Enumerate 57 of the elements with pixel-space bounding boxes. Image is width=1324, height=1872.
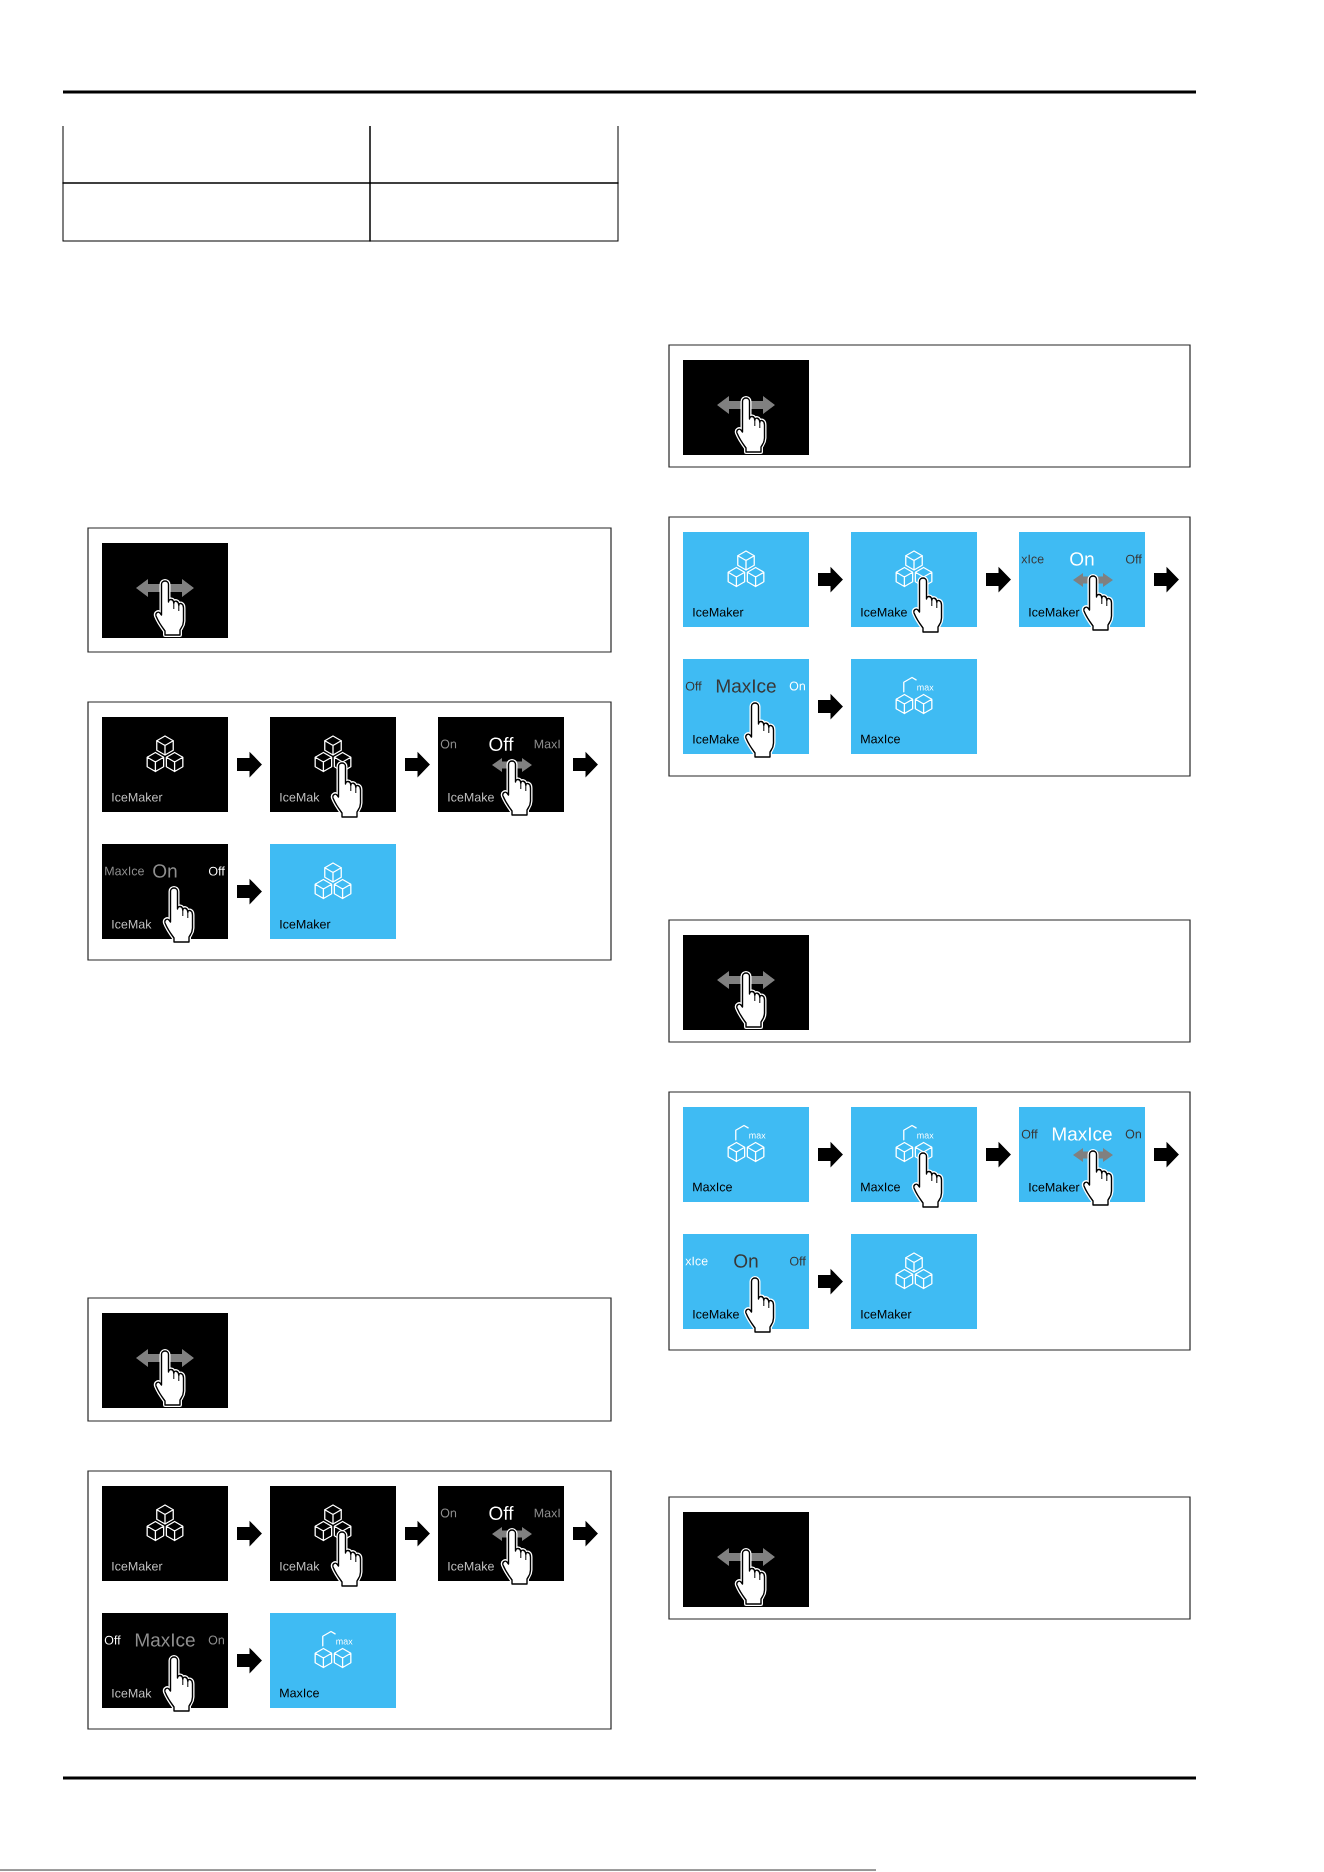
framed-panel <box>87 1470 612 1730</box>
framed-panel <box>87 701 612 961</box>
framed-panel <box>87 527 612 653</box>
option-label: xIce <box>685 1256 708 1266</box>
screen-label: IceMaker <box>280 919 331 929</box>
option-label: Off <box>685 681 702 691</box>
option-label: MaxIce <box>716 679 776 693</box>
option-label: Off <box>489 737 514 751</box>
option-label: MaxI <box>534 1508 560 1518</box>
screen-label: IceMake <box>448 792 494 802</box>
option-label: Off <box>104 1635 121 1645</box>
screen-label: MaxIce <box>693 1182 732 1192</box>
option-label: On <box>153 864 177 878</box>
option-label: On <box>440 739 457 749</box>
option-label: On <box>734 1254 758 1268</box>
option-label: On <box>208 1635 224 1645</box>
icon-text: max <box>917 685 934 691</box>
screen-label: MaxIce <box>861 1182 900 1192</box>
icon-text: max <box>749 1133 766 1139</box>
screen-label: IceMak <box>280 1561 320 1571</box>
screen-label: IceMake <box>693 734 739 744</box>
option-label: On <box>1125 1129 1141 1139</box>
screen-label: IceMaker <box>861 1309 912 1319</box>
framed-panel <box>668 344 1191 468</box>
option-label: xIce <box>1021 554 1044 564</box>
screen-label: MaxIce <box>861 734 900 744</box>
framed-panel <box>668 1496 1191 1620</box>
framed-panel <box>668 516 1191 777</box>
framed-panel <box>668 919 1191 1043</box>
screen-label: IceMak <box>112 1688 152 1698</box>
option-label: On <box>1070 552 1094 566</box>
icon-text: max <box>336 1639 353 1645</box>
option-label: MaxIce <box>1052 1127 1112 1141</box>
option-label: Off <box>1021 1129 1038 1139</box>
screen-label: IceMaker <box>112 1561 163 1571</box>
screen-label: MaxIce <box>280 1688 319 1698</box>
option-label: MaxIce <box>105 866 144 876</box>
screen-label: IceMak <box>280 792 320 802</box>
option-label: On <box>440 1508 457 1518</box>
screen-label: IceMake <box>861 607 907 617</box>
icon-text: max <box>917 1133 934 1139</box>
screen-label: IceMake <box>693 1309 739 1319</box>
screen-label: IceMaker <box>1029 1182 1080 1192</box>
framed-panel <box>668 1091 1191 1351</box>
screen-label: IceMaker <box>693 607 744 617</box>
option-label: MaxI <box>534 739 560 749</box>
option-label: Off <box>789 1256 806 1266</box>
screen-label: IceMak <box>112 919 152 929</box>
screen-label: IceMaker <box>1029 607 1080 617</box>
option-label: On <box>789 681 805 691</box>
screen-label: IceMaker <box>112 792 163 802</box>
option-label: Off <box>208 866 225 876</box>
framed-panel <box>87 1297 612 1422</box>
option-label: Off <box>489 1506 514 1520</box>
screen-label: IceMake <box>448 1561 494 1571</box>
option-label: MaxIce <box>135 1633 195 1647</box>
option-label: Off <box>1125 554 1142 564</box>
